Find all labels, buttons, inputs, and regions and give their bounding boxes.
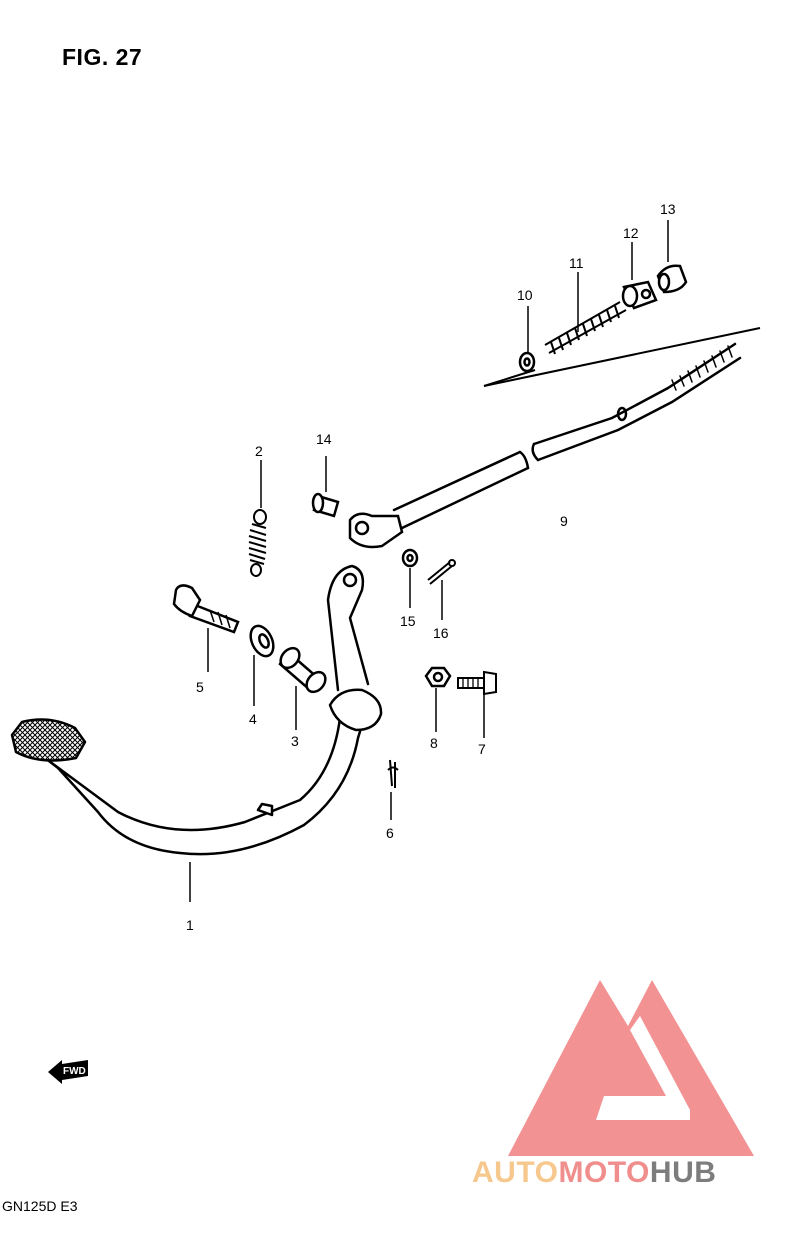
callout-15: 15 [400, 613, 416, 629]
return-spring [248, 509, 267, 577]
washer-part-10 [518, 351, 536, 373]
callout-13: 13 [660, 201, 676, 217]
watermark-part-moto: MOTO [558, 1156, 649, 1189]
fwd-arrow: FWD [48, 1060, 88, 1084]
washer-part-4 [249, 624, 275, 658]
callout-8: 8 [430, 735, 438, 751]
figure-title: FIG. 27 [62, 44, 143, 70]
callout-14: 14 [316, 431, 332, 447]
bolt-part-7 [457, 670, 497, 696]
clevis-pin [311, 492, 340, 518]
callout-3: 3 [291, 733, 299, 749]
washer-part-15 [401, 548, 419, 568]
brake-rod [348, 342, 742, 549]
brake-pedal [10, 564, 383, 856]
nut-part-8 [424, 666, 452, 688]
callout-7: 7 [478, 741, 486, 757]
callout-10: 10 [517, 287, 533, 303]
callout-9: 9 [560, 513, 568, 529]
cotter-pin [387, 759, 399, 788]
callout-5: 5 [196, 679, 204, 695]
rod-spring [544, 301, 627, 355]
watermark-part-auto: AUTO [472, 1156, 558, 1189]
callout-1: 1 [186, 917, 194, 933]
svg-text:AUTOMOTOHUB: AUTOMOTOHUB [472, 1156, 716, 1189]
fwd-label: FWD [63, 1066, 86, 1077]
callout-12: 12 [623, 225, 639, 241]
callout-labels: 1 2 3 4 5 6 7 8 9 10 11 12 13 14 15 16 [186, 201, 676, 933]
pivot-joint [621, 280, 658, 310]
pivot-bolt [172, 584, 240, 634]
watermark-text: AUTOMOTOHUB [472, 1156, 716, 1189]
watermark-part-hub: HUB [650, 1156, 717, 1189]
callout-16: 16 [433, 625, 449, 641]
adjusting-nut [656, 264, 688, 294]
callout-2: 2 [255, 443, 263, 459]
watermark-logo [508, 980, 754, 1156]
model-code: GN125D E3 [2, 1198, 78, 1214]
rod-cotter-pin [427, 559, 456, 585]
assembly-guide-lines [483, 327, 761, 387]
callout-11: 11 [569, 255, 584, 271]
callout-6: 6 [386, 825, 394, 841]
bushing [278, 646, 327, 694]
leader-lines [189, 220, 669, 902]
callout-4: 4 [249, 711, 257, 727]
